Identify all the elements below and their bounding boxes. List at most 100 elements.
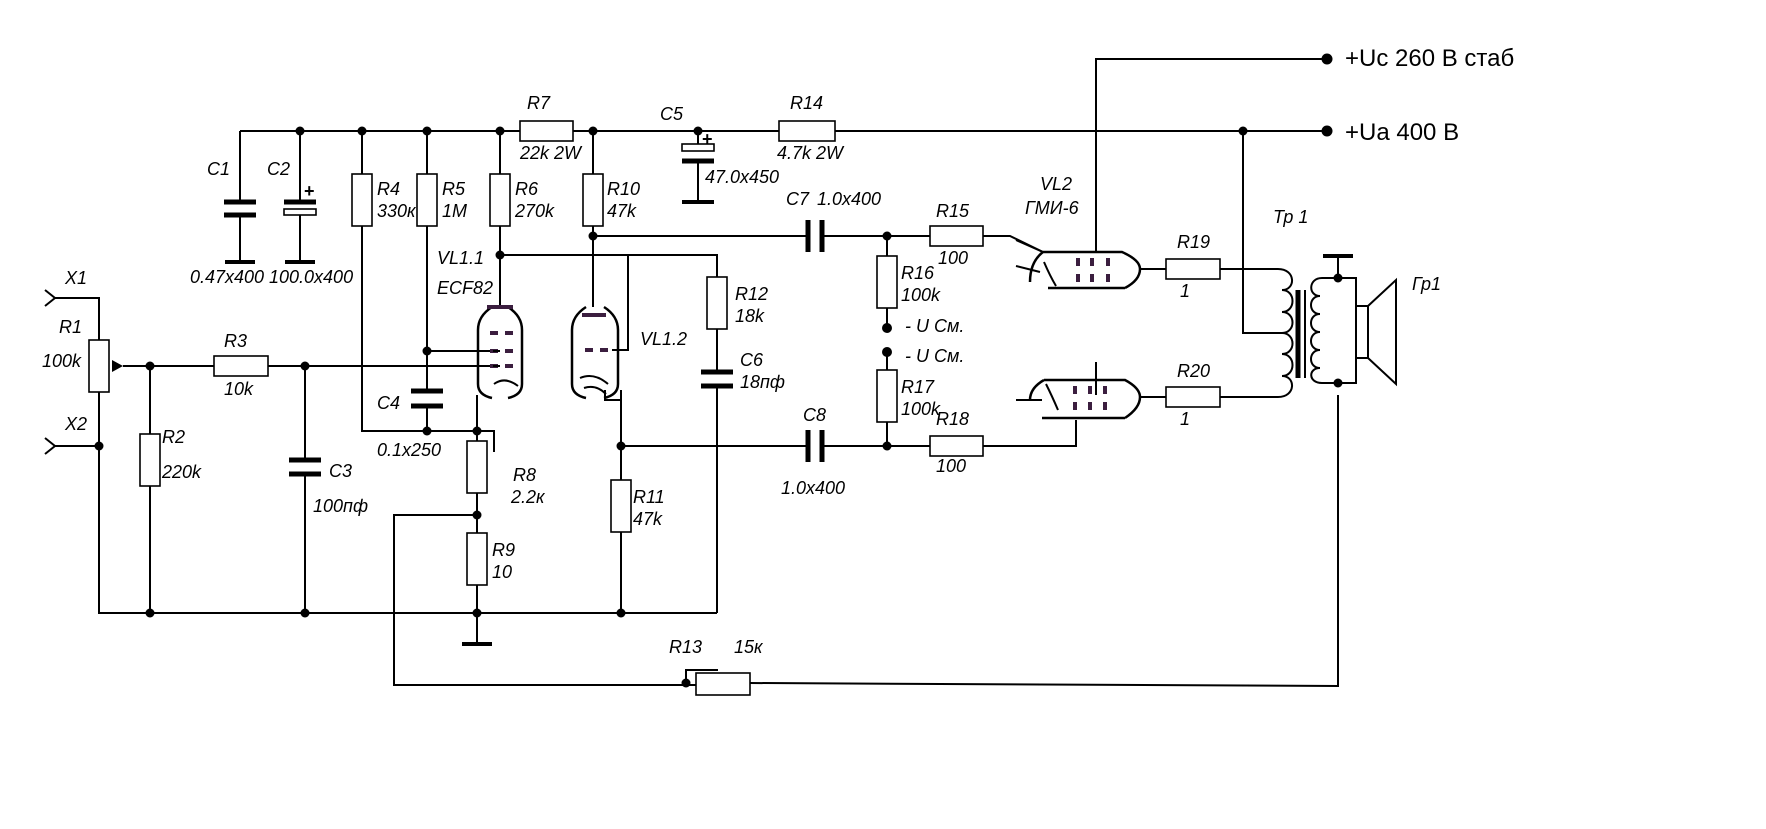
r7-label: R7 — [527, 93, 551, 113]
r18-value: 100 — [936, 456, 966, 476]
r8-body — [466, 440, 488, 494]
r2-label: R2 — [162, 427, 185, 447]
r11-body — [610, 479, 632, 533]
c7-plates — [805, 220, 825, 252]
r18-body — [929, 435, 984, 457]
capacitors: + + — [224, 129, 825, 477]
r17-body — [876, 369, 898, 423]
c7-label: C7 — [786, 189, 810, 209]
r13-label: R13 — [669, 637, 702, 657]
r1-wiper-arrow — [112, 360, 123, 372]
c1-value: 0.47x400 — [190, 267, 264, 287]
r12-body — [706, 276, 728, 330]
r20-label: R20 — [1177, 361, 1210, 381]
r8-value: 2.2к — [510, 487, 546, 507]
r14-value: 4.7k 2W — [777, 143, 845, 163]
r13-body — [695, 672, 751, 696]
c5-value: 47.0x450 — [705, 167, 779, 187]
r12-label: R12 — [735, 284, 768, 304]
r18-label: R18 — [936, 409, 969, 429]
r10-value: 47k — [607, 201, 637, 221]
svg-text:+: + — [304, 181, 315, 201]
r10-label: R10 — [607, 179, 640, 199]
r14-body — [778, 120, 836, 142]
vl1-2-label: VL1.2 — [640, 329, 687, 349]
r3-value: 10k — [224, 379, 254, 399]
c3-plates — [289, 457, 321, 477]
r19-value: 1 — [1180, 281, 1190, 301]
c1-plates — [224, 199, 256, 218]
vl1-1-label: VL1.1 — [437, 248, 484, 268]
r1-label: R1 — [59, 317, 82, 337]
r9-value: 10 — [492, 562, 512, 582]
ecf82-label: ECF82 — [437, 278, 493, 298]
r5-body — [416, 173, 438, 227]
c4-plates — [411, 388, 443, 409]
wires — [55, 58, 1357, 688]
r9-label: R9 — [492, 540, 515, 560]
bias2-label: - U См. — [905, 346, 964, 366]
input-terminals — [44, 289, 57, 455]
vl1-2-tube — [570, 305, 621, 401]
vl2-label: VL2 — [1040, 174, 1072, 194]
x2-label: X2 — [64, 414, 87, 434]
r2-body — [139, 433, 161, 487]
gmi6-label: ГМИ-6 — [1025, 198, 1080, 218]
x1-label: X1 — [64, 268, 87, 288]
resistors — [88, 120, 1221, 696]
r16-value: 100k — [901, 285, 941, 305]
bias1-label: - U См. — [905, 316, 964, 336]
r11-value: 47k — [633, 509, 663, 529]
c6-plates — [701, 369, 733, 389]
c8-plates — [805, 430, 825, 462]
vl2-tube-lower — [1016, 378, 1142, 420]
gr1-label: Гр1 — [1412, 274, 1441, 294]
c3-value: 100пф — [313, 496, 368, 516]
c5-label: C5 — [660, 104, 684, 124]
c6-value: 18пф — [740, 372, 785, 392]
junctions — [94, 53, 1343, 688]
svg-text:+: + — [702, 129, 713, 149]
c2-value: 100.0x400 — [269, 267, 353, 287]
r6-value: 270k — [514, 201, 555, 221]
labels: +Uc 260 В стаб +Ua 400 В X1 X2 R1 100k R… — [42, 45, 1514, 657]
c6-label: C6 — [740, 350, 764, 370]
r6-label: R6 — [515, 179, 539, 199]
r3-body — [213, 355, 269, 377]
r19-label: R19 — [1177, 232, 1210, 252]
r15-value: 100 — [938, 248, 968, 268]
r4-label: R4 — [377, 179, 400, 199]
c8-value: 1.0x400 — [781, 478, 845, 498]
r7-body — [519, 120, 574, 142]
r4-body — [351, 173, 373, 227]
r1-value: 100k — [42, 351, 82, 371]
vl1-1-tube — [476, 305, 524, 400]
r16-body — [876, 255, 898, 309]
r9-body — [466, 532, 488, 586]
r20-body — [1165, 386, 1221, 408]
c8-label: C8 — [803, 405, 826, 425]
r15-label: R15 — [936, 201, 970, 221]
c4-value: 0.1x250 — [377, 440, 441, 460]
c5-electrolytic — [681, 143, 715, 152]
c4-label: C4 — [377, 393, 400, 413]
vl2-tube-upper — [1015, 239, 1142, 290]
speaker — [1355, 277, 1397, 387]
r3-label: R3 — [224, 331, 247, 351]
r6-body — [489, 173, 511, 227]
output-transformer — [1277, 268, 1323, 398]
rail-uc-label: +Uc 260 В стаб — [1345, 45, 1514, 72]
r20-value: 1 — [1180, 409, 1190, 429]
r10-body — [582, 173, 604, 227]
r4-value: 330к — [377, 201, 417, 221]
r17-value: 100k — [901, 399, 941, 419]
r19-body — [1165, 258, 1221, 280]
r13-value: 15к — [734, 637, 764, 657]
r1-body — [88, 339, 110, 393]
r16-label: R16 — [901, 263, 935, 283]
c2-label: C2 — [267, 159, 290, 179]
c7-value: 1.0x400 — [817, 189, 881, 209]
r17-label: R17 — [901, 377, 935, 397]
r5-label: R5 — [442, 179, 466, 199]
